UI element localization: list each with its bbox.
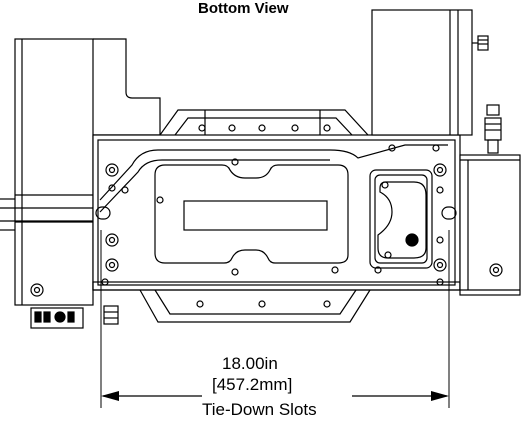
view-title: Bottom View: [198, 0, 289, 17]
bottom-flange: [139, 289, 371, 323]
left-housing: [14, 38, 161, 306]
base-plate: [92, 134, 461, 291]
center-window: [154, 164, 349, 264]
right-side-box: [459, 154, 521, 296]
dimension-caption: Tie-Down Slots: [202, 400, 317, 419]
top-flange: [159, 109, 369, 136]
dimension-inches: 18.00in: [222, 354, 278, 373]
arrow-right-icon: [431, 391, 449, 401]
left-rod: [0, 198, 98, 231]
right-fitting: [484, 104, 502, 154]
bottom-connector: [30, 305, 119, 329]
arrow-left-icon: [101, 391, 119, 401]
dimension-millimeters: [457.2mm]: [212, 375, 293, 394]
latch-mechanism: [369, 169, 433, 269]
right-top-housing: [371, 9, 489, 136]
